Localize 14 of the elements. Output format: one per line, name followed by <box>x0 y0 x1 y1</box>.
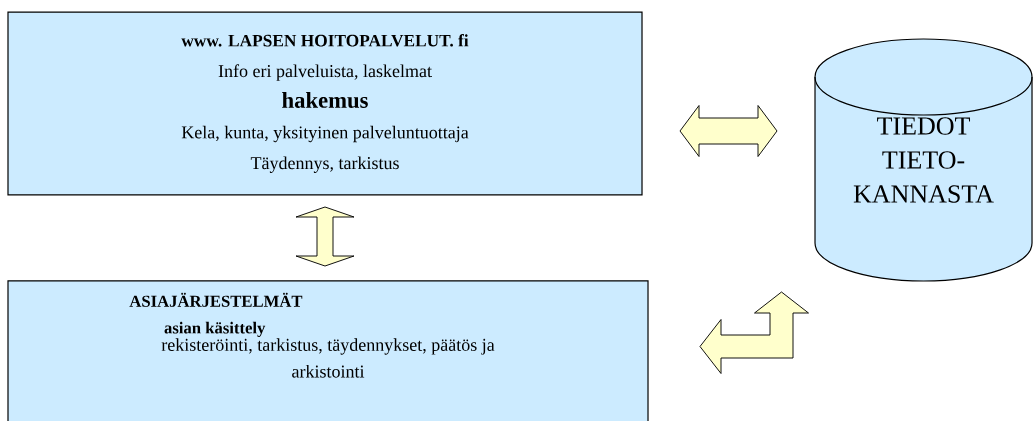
heading: hakemus <box>282 91 368 108</box>
body-text: Info eri palveluista, laskelmat <box>218 64 432 81</box>
system-box <box>7 280 649 421</box>
system-title: ASIAJÄRJESTELMÄT <box>129 292 303 307</box>
service-box <box>7 11 643 196</box>
block-arrow <box>295 206 355 267</box>
block-arrow <box>679 105 778 157</box>
site-address: www. LAPSEN HOITOPALVELUT. fi <box>181 34 469 47</box>
body-text: Kela, kunta, yksityinen palveluntuottaja <box>181 125 469 143</box>
subheading: asian käsittely <box>164 321 266 337</box>
body-text: Täydennys, tarkistus <box>250 156 399 173</box>
block-arrow <box>699 291 809 374</box>
body-text: rekisteröinti, tarkistus, täydennykset, päätös ja arkistointi <box>161 338 495 378</box>
database-cylinder: TIEDOT TIETO- KANNASTA <box>814 38 1033 282</box>
